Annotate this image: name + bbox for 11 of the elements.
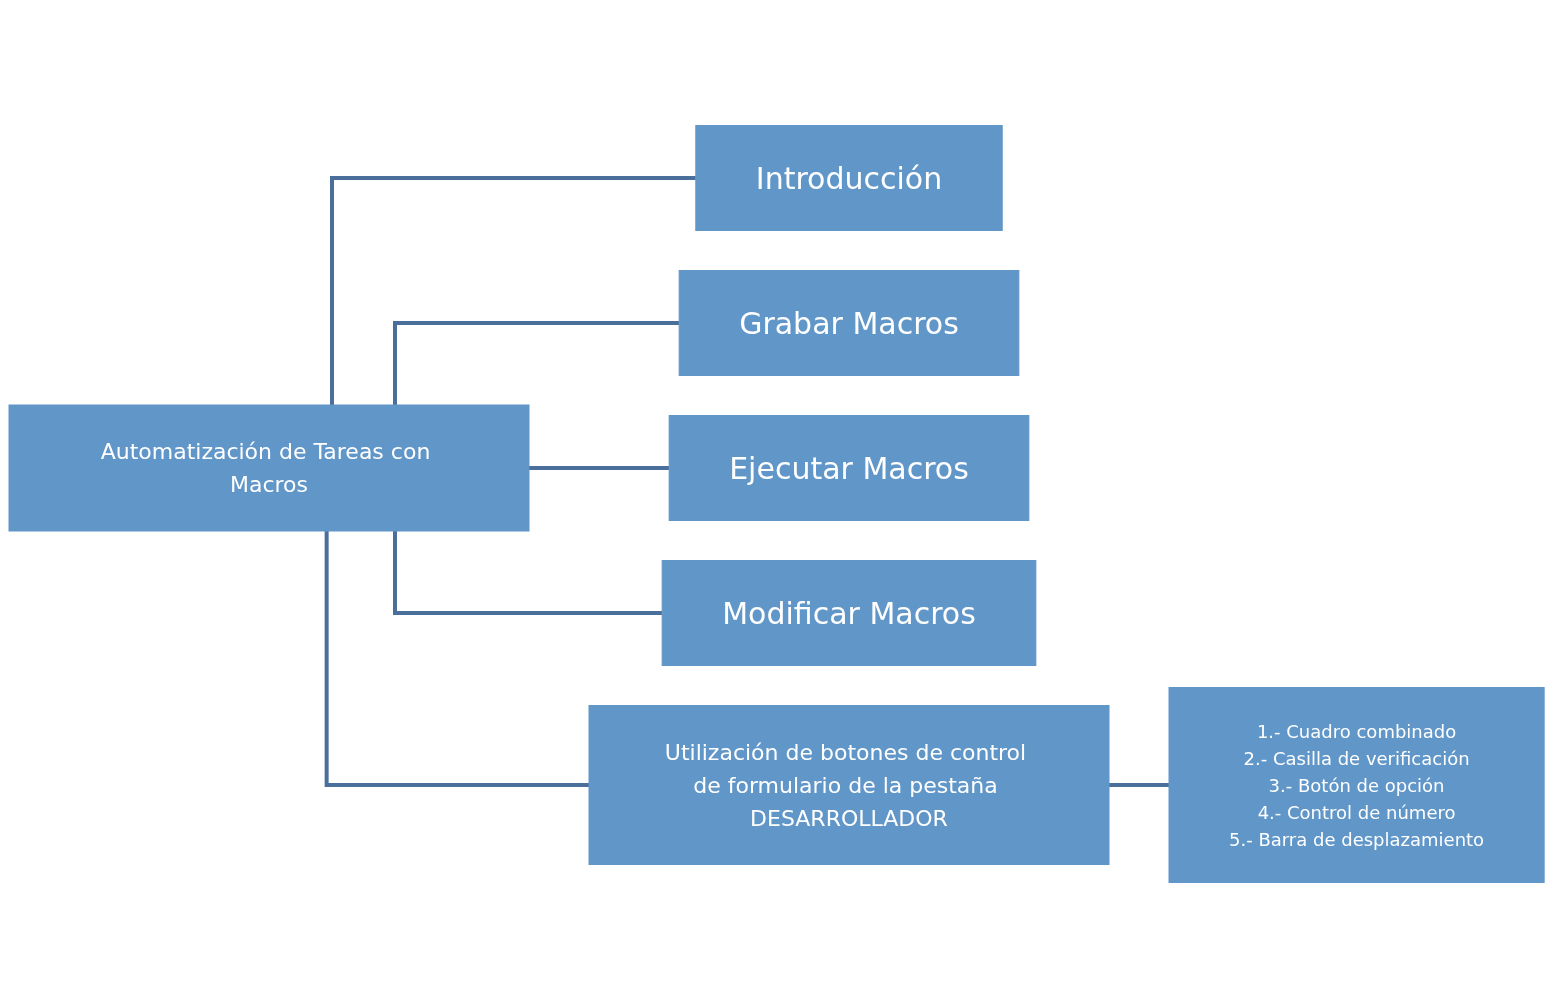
node-box: Introducción [695,125,1004,231]
node-box: 1.- Cuadro combinado 2.- Casilla de verificación 3.- Botón de opción 4.- Control de número 5.- Barra de desplazamiento [1168,687,1546,883]
connector [330,176,697,405]
connector [393,321,680,405]
node-box: Automatización de Tareas con Macros [8,404,530,532]
connector [325,531,590,787]
connector [393,531,663,615]
node-box: Utilización de botones de control de formulario de la pestaña DESARROLLADOR [588,705,1110,865]
node-box: Modificar Macros [662,560,1037,666]
node-box: Ejecutar Macros [669,415,1030,521]
node-box: Grabar Macros [679,270,1020,376]
